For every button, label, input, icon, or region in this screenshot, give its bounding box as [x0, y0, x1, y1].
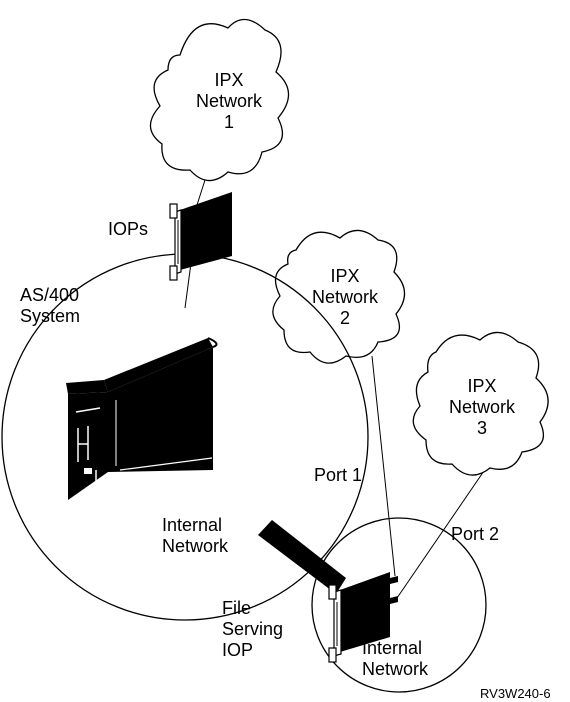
- network-2-label: IPX Network 2: [312, 266, 378, 329]
- network-1-line2: Network: [195, 91, 263, 111]
- internal-network-iop-line1: Internal: [362, 638, 423, 658]
- link-port2: [396, 467, 487, 599]
- internal-network-system-line2: Network: [162, 536, 229, 556]
- network-1-line1: IPX: [214, 70, 244, 90]
- port-1-label: Port 1: [314, 465, 363, 485]
- internal-network-system-label: Internal Network: [162, 515, 228, 557]
- network-2-line1: IPX: [330, 266, 360, 286]
- link-iops-system: [184, 262, 192, 309]
- internal-cable: [258, 520, 346, 594]
- cloud-network-1: [149, 18, 290, 182]
- as400-tower-icon: [66, 337, 218, 500]
- cloud-network-3: [412, 331, 549, 476]
- cloud-network-2: [272, 229, 406, 364]
- internal-network-iop-label: Internal Network: [362, 638, 428, 680]
- file-serving-iop-icon: [328, 572, 398, 663]
- internal-network-iop-line2: Network: [362, 659, 429, 679]
- port-2-label: Port 2: [451, 524, 500, 544]
- as400-system-label: AS/400 System: [20, 285, 80, 327]
- network-3-line2: Network: [448, 397, 516, 417]
- network-2-line3: 2: [339, 308, 351, 328]
- iops-label: IOPs: [108, 219, 149, 239]
- network-1-label: IPX Network 1: [196, 70, 262, 133]
- network-1-line3: 1: [223, 112, 235, 132]
- iop-circle: [311, 517, 487, 693]
- network-2-line2: Network: [311, 287, 379, 307]
- file-serving-iop-label: File Serving IOP: [222, 598, 283, 661]
- system-label-line2: System: [20, 306, 81, 326]
- network-3-line1: IPX: [467, 376, 497, 396]
- file-serving-line2: Serving: [222, 619, 284, 639]
- network-3-line3: 3: [476, 418, 488, 438]
- network-3-label: IPX Network 3: [449, 376, 515, 439]
- link-port1: [371, 355, 396, 577]
- link-network1-iops: [196, 179, 206, 206]
- system-label-line1: AS/400: [20, 285, 80, 305]
- internal-network-system-line1: Internal: [162, 515, 223, 535]
- iop-card-icon: [169, 192, 232, 281]
- file-serving-line1: File: [222, 598, 252, 618]
- figure-id: RV3W240-6: [480, 686, 551, 701]
- file-serving-line3: IOP: [222, 640, 254, 660]
